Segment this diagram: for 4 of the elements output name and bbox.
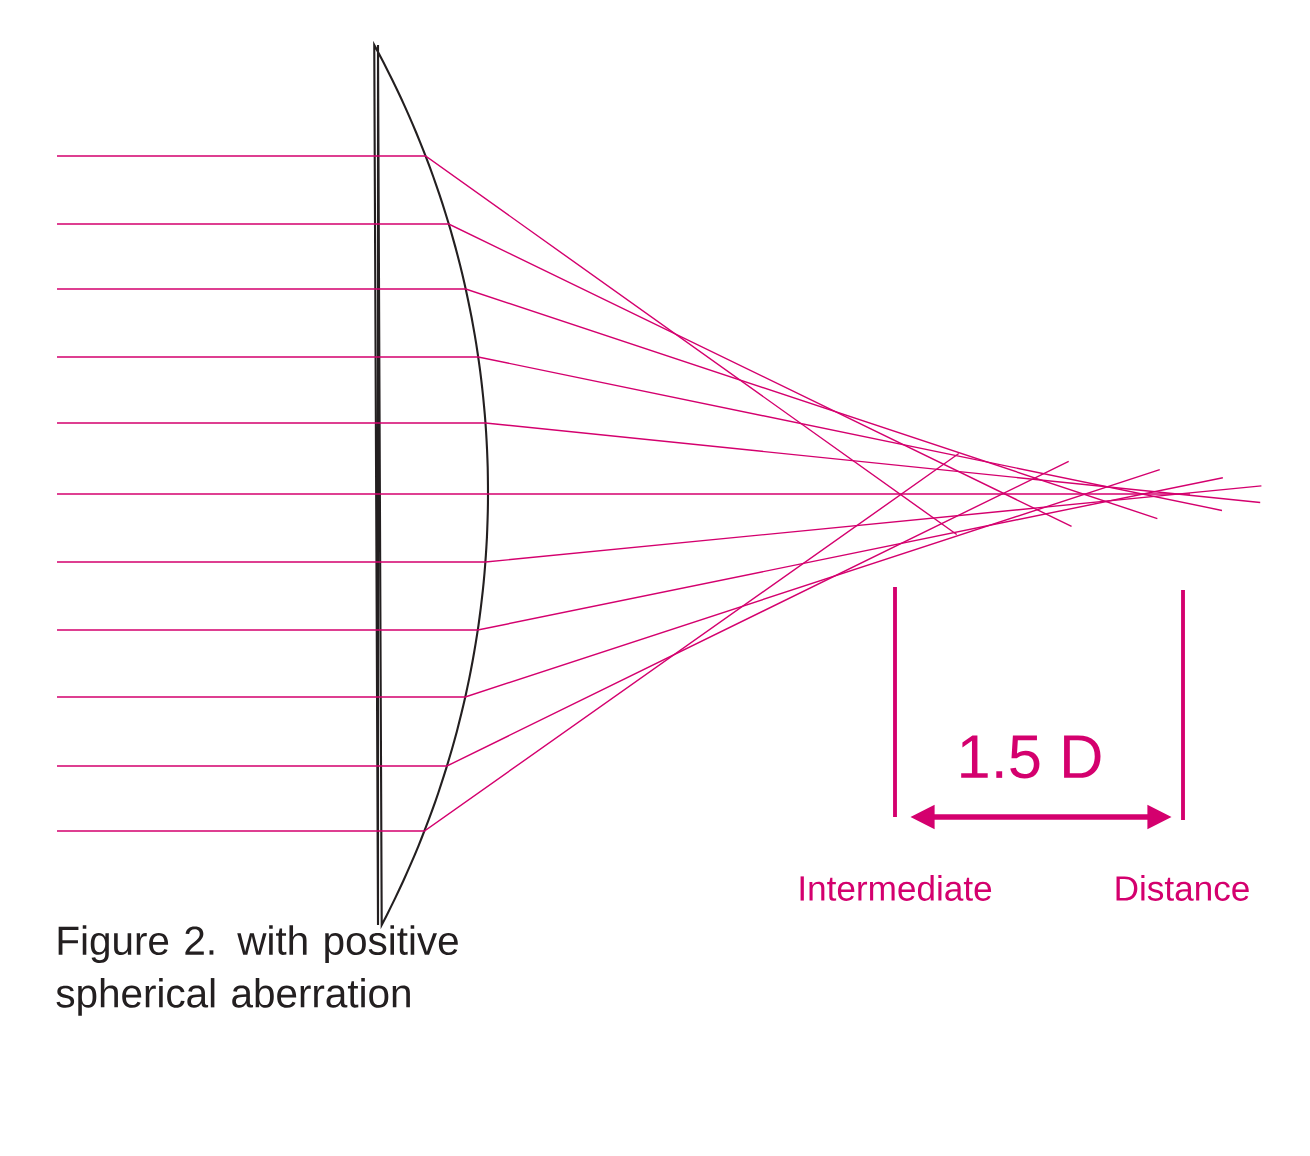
caption: Figure 2. with positive spherical aberration: [56, 925, 458, 1016]
dimension-label: Intermediate: [800, 875, 992, 901]
dimension-label: 1.5 D: [961, 735, 1101, 779]
dimension-label: Distance: [1116, 875, 1249, 901]
